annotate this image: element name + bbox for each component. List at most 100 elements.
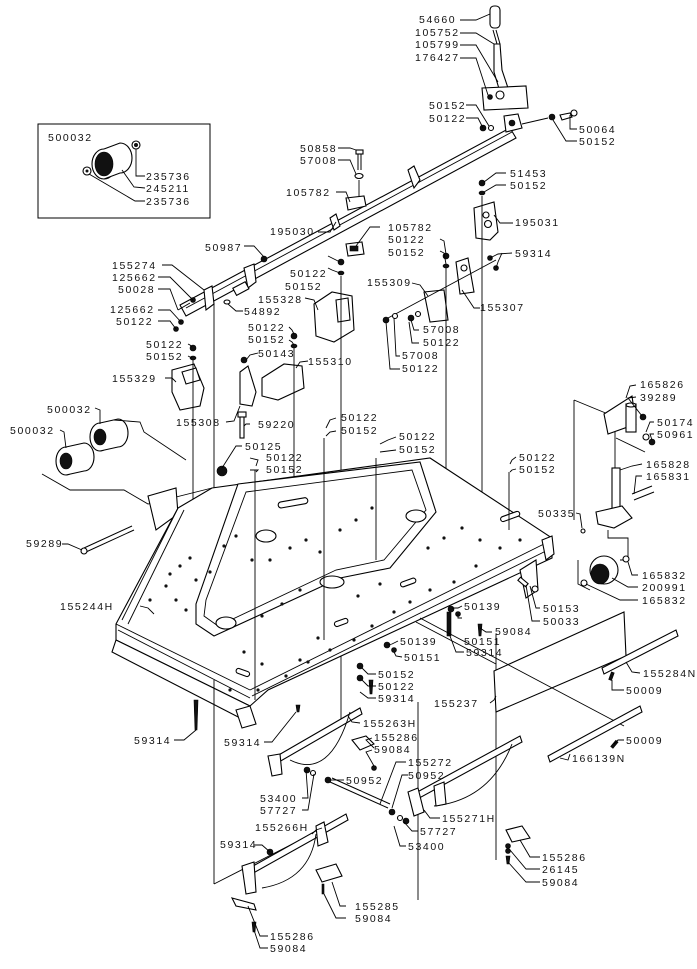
part-label: 50139 bbox=[464, 601, 501, 613]
part-label: 155286 bbox=[542, 852, 587, 864]
inset-roller-detail bbox=[37, 123, 211, 219]
part-label: 50987 bbox=[205, 242, 242, 254]
mounting-hole bbox=[378, 582, 382, 586]
mounting-hole bbox=[222, 544, 226, 548]
mounting-hole bbox=[428, 588, 432, 592]
mounting-hole bbox=[306, 660, 310, 664]
part-label: 50952 bbox=[346, 775, 383, 787]
mounting-hole bbox=[478, 538, 482, 542]
part-label: 50143 bbox=[258, 348, 295, 360]
mounting-hole bbox=[338, 528, 342, 532]
part-label: 165826 bbox=[640, 379, 685, 391]
part-label: 105782 bbox=[388, 222, 433, 234]
mounting-hole bbox=[194, 578, 198, 582]
part-label: 155263H bbox=[363, 718, 417, 730]
part-label: 165832 bbox=[642, 570, 687, 582]
part-label: 59084 bbox=[355, 913, 392, 925]
part-label: 50335 bbox=[538, 508, 575, 520]
baffle-155266H bbox=[230, 813, 349, 933]
part-label: 59314 bbox=[466, 647, 503, 659]
part-label: 50122 bbox=[399, 431, 436, 443]
mounting-hole bbox=[174, 598, 178, 602]
part-label: 59314 bbox=[224, 737, 261, 749]
mounting-hole bbox=[298, 658, 302, 662]
part-label: 155309 bbox=[367, 277, 412, 289]
front-hardware bbox=[193, 605, 483, 731]
part-label: 155284N bbox=[643, 668, 697, 680]
part-label: 50122 bbox=[248, 322, 285, 334]
part-label: 50122 bbox=[429, 113, 466, 125]
part-label: 59314 bbox=[134, 735, 171, 747]
lift-shaft bbox=[179, 127, 517, 317]
part-label: 50152 bbox=[388, 247, 425, 259]
part-label: 50122 bbox=[519, 452, 556, 464]
mounting-hole bbox=[474, 564, 478, 568]
part-label: 57008 bbox=[300, 155, 337, 167]
mounting-hole bbox=[268, 558, 272, 562]
part-label: 59084 bbox=[542, 877, 579, 889]
bolt-59289 bbox=[80, 525, 135, 555]
part-label: 54660 bbox=[419, 14, 456, 26]
bracket-155308 bbox=[237, 332, 305, 640]
mounting-hole bbox=[352, 638, 356, 642]
part-label: 166139N bbox=[572, 753, 626, 765]
part-label: 155328 bbox=[258, 294, 303, 306]
mounting-hole bbox=[452, 580, 456, 584]
part-label: 200991 bbox=[642, 582, 687, 594]
part-label: 57008 bbox=[423, 324, 460, 336]
part-label: 50152 bbox=[341, 425, 378, 437]
mounting-hole bbox=[234, 534, 238, 538]
deck-frame bbox=[111, 457, 555, 729]
mounting-hole bbox=[280, 602, 284, 606]
cover-155329 bbox=[171, 344, 205, 590]
mounting-hole bbox=[288, 546, 292, 550]
part-label: 165831 bbox=[646, 471, 691, 483]
part-label: 50122 bbox=[402, 363, 439, 375]
part-label: 155272 bbox=[408, 757, 453, 769]
mounting-hole bbox=[498, 546, 502, 550]
baffle-155263H bbox=[267, 707, 377, 777]
lever-handle bbox=[479, 5, 578, 133]
bracket-155309 bbox=[382, 252, 499, 552]
part-label: 57008 bbox=[402, 350, 439, 362]
part-label: 50122 bbox=[116, 316, 153, 328]
mounting-hole bbox=[250, 558, 254, 562]
part-label: 50952 bbox=[408, 770, 445, 782]
part-label: 50009 bbox=[626, 735, 663, 747]
rear-bolts bbox=[517, 576, 539, 593]
part-label: 50009 bbox=[626, 685, 663, 697]
part-label: 155271H bbox=[442, 813, 496, 825]
part-label: 125662 bbox=[112, 272, 157, 284]
part-label: 50152 bbox=[519, 464, 556, 476]
part-label: 155237 bbox=[434, 698, 479, 710]
part-label: 50122 bbox=[266, 452, 303, 464]
mounting-hole bbox=[328, 648, 332, 652]
rod-155272 bbox=[303, 766, 410, 825]
part-label: 50122 bbox=[290, 268, 327, 280]
part-label: 50152 bbox=[285, 281, 322, 293]
part-label: 59289 bbox=[26, 538, 63, 550]
part-label: 59220 bbox=[258, 419, 295, 431]
part-label: 50174 bbox=[657, 417, 694, 429]
deck-holes bbox=[148, 506, 522, 692]
part-label: 50139 bbox=[400, 636, 437, 648]
part-label: 155266H bbox=[255, 822, 309, 834]
roller-part bbox=[82, 140, 141, 180]
part-label: 50152 bbox=[579, 136, 616, 148]
mounting-hole bbox=[460, 526, 464, 530]
part-label: 50122 bbox=[388, 234, 425, 246]
part-label: 500032 bbox=[10, 425, 55, 437]
mounting-hole bbox=[242, 650, 246, 654]
bearing-block-upper bbox=[345, 195, 367, 211]
part-label: 155307 bbox=[480, 302, 525, 314]
part-label: 50858 bbox=[300, 143, 337, 155]
part-label: 155286 bbox=[270, 931, 315, 943]
part-label: 155285 bbox=[355, 901, 400, 913]
mounting-hole bbox=[356, 594, 360, 598]
part-label: 57727 bbox=[420, 826, 457, 838]
mounting-hole bbox=[256, 688, 260, 692]
part-label: 54892 bbox=[244, 306, 281, 318]
mounting-hole bbox=[208, 570, 212, 574]
